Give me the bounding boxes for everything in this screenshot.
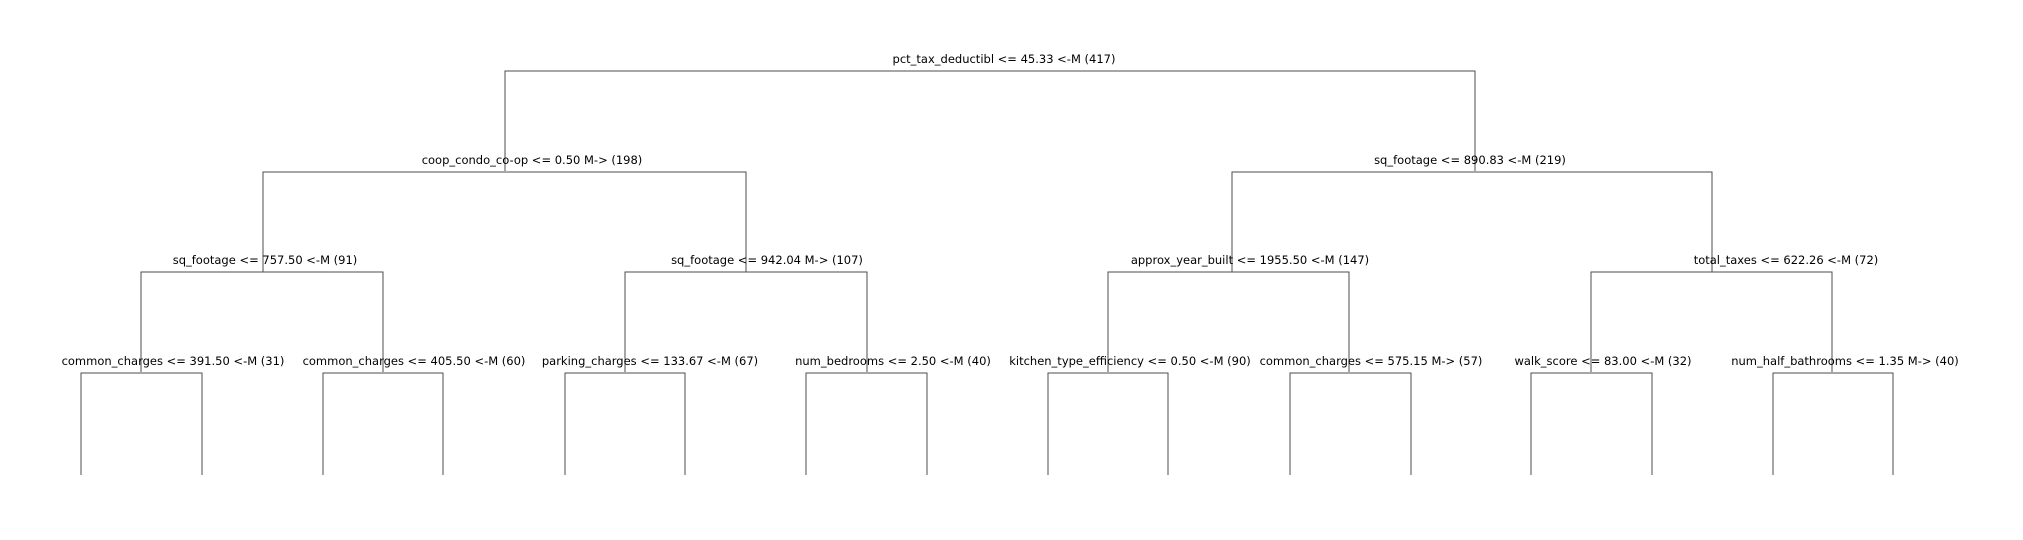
node-label-rrr: num_half_bathrooms <= 1.35 M-> (40) [1731,354,1959,368]
edge-rl [1107,271,1350,372]
node-label-lrl: parking_charges <= 133.67 <-M (67) [542,354,758,368]
edge-rrr [1772,372,1894,475]
tree-labels: pct_tax_deductibl <= 45.33 <-M (417) coo… [62,52,1959,368]
node-label-l: coop_condo_co-op <= 0.50 M-> (198) [422,153,643,167]
node-label-rr: total_taxes <= 622.26 <-M (72) [1694,253,1879,267]
edge-root [504,70,1476,171]
edge-lll [80,372,203,475]
node-label-rlr: common_charges <= 575.15 M-> (57) [1260,354,1483,368]
node-label-rrl: walk_score <= 83.00 <-M (32) [1514,354,1691,368]
edge-r [1231,171,1713,272]
tree-edges [80,70,1894,475]
edge-l [262,171,747,272]
node-label-lll: common_charges <= 391.50 <-M (31) [62,354,285,368]
edge-lr [624,271,868,372]
edge-llr [322,372,444,475]
node-label-root: pct_tax_deductibl <= 45.33 <-M (417) [893,52,1116,66]
node-label-lrr: num_bedrooms <= 2.50 <-M (40) [795,354,991,368]
node-label-ll: sq_footage <= 757.50 <-M (91) [173,253,358,267]
node-label-r: sq_footage <= 890.83 <-M (219) [1374,153,1566,167]
edge-ll [140,271,384,372]
edge-rrl [1530,372,1653,475]
edge-lrr [805,372,928,475]
edge-rlr [1289,372,1412,475]
node-label-rl: approx_year_built <= 1955.50 <-M (147) [1131,253,1369,267]
edge-rll [1047,372,1169,475]
edge-rr [1590,271,1833,372]
edge-lrl [564,372,686,475]
node-label-rll: kitchen_type_efficiency <= 0.50 <-M (90) [1009,354,1251,368]
node-label-lr: sq_footage <= 942.04 M-> (107) [671,253,863,267]
node-label-llr: common_charges <= 405.50 <-M (60) [303,354,526,368]
